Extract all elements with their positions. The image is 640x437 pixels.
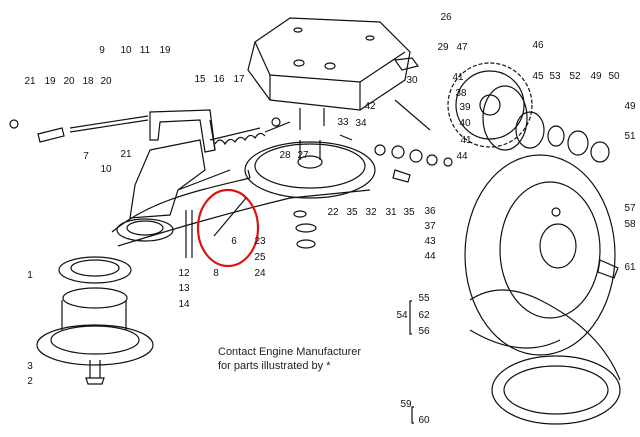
pivot-bolt bbox=[185, 210, 193, 258]
large-pulley bbox=[244, 140, 376, 199]
callout-13: 13 bbox=[178, 283, 190, 294]
manufacturer-note-line2: for parts illustrated by * bbox=[218, 360, 331, 372]
engine-pulley bbox=[36, 256, 154, 385]
callout-61: 61 bbox=[624, 262, 636, 273]
callout-60: 60 bbox=[418, 415, 430, 426]
idler-arm bbox=[129, 139, 231, 219]
callout-6: 6 bbox=[231, 236, 237, 247]
callout-7: 7 bbox=[83, 151, 89, 162]
callout-20-left: 20 bbox=[63, 76, 75, 87]
callout-22: 22 bbox=[327, 207, 339, 218]
callout-23: 23 bbox=[254, 236, 266, 247]
callout-24: 24 bbox=[254, 268, 266, 279]
callout-14: 14 bbox=[178, 299, 190, 310]
callout-3: 3 bbox=[27, 361, 33, 372]
callout-36: 36 bbox=[424, 206, 436, 217]
callout-21-left: 21 bbox=[24, 76, 36, 87]
callout-51: 51 bbox=[624, 131, 636, 142]
callout-19-top: 19 bbox=[159, 45, 171, 56]
callout-31: 31 bbox=[385, 207, 397, 218]
callout-12: 12 bbox=[178, 268, 190, 279]
wheel-hub bbox=[482, 85, 610, 163]
callout-58: 58 bbox=[624, 219, 636, 230]
callout-57: 57 bbox=[624, 203, 636, 214]
callout-15: 15 bbox=[194, 74, 206, 85]
callout-10-top: 10 bbox=[120, 45, 132, 56]
callout-2: 2 bbox=[27, 376, 33, 387]
callout-47: 47 bbox=[456, 42, 468, 53]
callout-25: 25 bbox=[254, 252, 266, 263]
callout-17: 17 bbox=[233, 74, 245, 85]
idler-pulley bbox=[116, 218, 174, 242]
callout-32: 32 bbox=[365, 207, 377, 218]
callout-45: 45 bbox=[532, 71, 544, 82]
pulley-hardware bbox=[339, 99, 453, 183]
callout-29: 29 bbox=[437, 42, 449, 53]
callout-27: 27 bbox=[297, 150, 309, 161]
callout-10-mid: 10 bbox=[100, 164, 112, 175]
callout-33: 33 bbox=[337, 117, 349, 128]
callout-8: 8 bbox=[213, 268, 219, 279]
callout-35-right: 35 bbox=[403, 207, 415, 218]
callout-38: 38 bbox=[455, 88, 467, 99]
callout-54: 54 bbox=[396, 310, 408, 321]
callout-55: 55 bbox=[418, 293, 430, 304]
callout-37: 37 bbox=[424, 221, 436, 232]
group-bracket-59 bbox=[411, 406, 414, 424]
callout-44-top: 44 bbox=[456, 151, 468, 162]
callout-39: 39 bbox=[459, 102, 471, 113]
callout-62: 62 bbox=[418, 310, 430, 321]
callout-18: 18 bbox=[82, 76, 94, 87]
callout-44-low: 44 bbox=[424, 251, 436, 262]
wheel-rim bbox=[464, 154, 619, 356]
callout-41-low: 41 bbox=[460, 135, 472, 146]
threaded-rod bbox=[9, 115, 149, 143]
callout-28: 28 bbox=[279, 150, 291, 161]
callout-53: 53 bbox=[549, 71, 561, 82]
callout-30: 30 bbox=[406, 75, 418, 86]
callout-50: 50 bbox=[608, 71, 620, 82]
callout-35-left: 35 bbox=[346, 207, 358, 218]
callout-42: 42 bbox=[364, 101, 376, 112]
callout-49-right: 49 bbox=[624, 101, 636, 112]
callout-20-mid: 20 bbox=[100, 76, 112, 87]
callout-16: 16 bbox=[213, 74, 225, 85]
callout-1: 1 bbox=[27, 270, 33, 281]
callout-11: 11 bbox=[140, 45, 151, 56]
callout-59: 59 bbox=[400, 399, 412, 410]
callout-43: 43 bbox=[424, 236, 436, 247]
callout-34: 34 bbox=[355, 118, 367, 129]
mounting-bracket bbox=[149, 109, 216, 153]
gearbox-housing bbox=[247, 17, 420, 130]
callout-40: 40 bbox=[459, 118, 471, 129]
callout-19-left: 19 bbox=[44, 76, 56, 87]
callout-56: 56 bbox=[418, 326, 430, 337]
belt-pointer-line bbox=[213, 197, 247, 237]
callout-41: 41 bbox=[452, 72, 464, 83]
group-bracket-54 bbox=[409, 300, 412, 335]
callout-46: 46 bbox=[532, 40, 544, 51]
highlight-circle bbox=[196, 188, 260, 268]
callout-52: 52 bbox=[569, 71, 581, 82]
callout-21-mid: 21 bbox=[120, 149, 132, 160]
callout-9: 9 bbox=[99, 45, 105, 56]
callout-49-top: 49 bbox=[590, 71, 602, 82]
tire-band bbox=[469, 289, 621, 425]
tension-spring bbox=[209, 117, 291, 146]
manufacturer-note-line1: Contact Engine Manufacturer bbox=[218, 346, 362, 358]
callout-26: 26 bbox=[440, 12, 452, 23]
washer-stack bbox=[293, 210, 317, 249]
